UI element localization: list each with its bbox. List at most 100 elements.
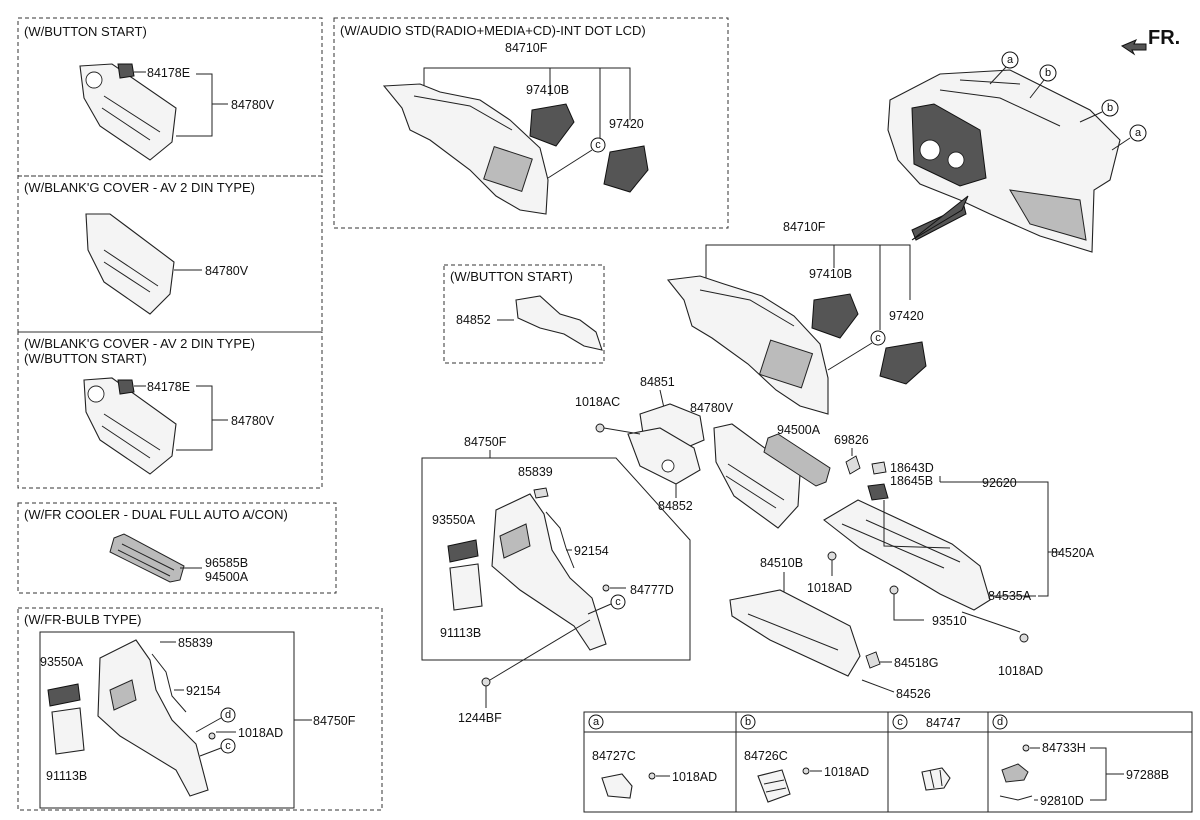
front-direction-label: FR. — [1148, 27, 1180, 49]
start-button-part — [117, 63, 135, 79]
label-84750F: 84750F — [464, 435, 507, 449]
callout-c-label: c — [225, 740, 231, 752]
center-fascia-group: 84780V 94500A 69826 — [690, 401, 869, 529]
label-84178E: 84178E — [147, 380, 190, 394]
callout-b-label: b — [1107, 102, 1113, 114]
crash-pad-main-panel-part — [382, 83, 549, 215]
callout-b-label: b — [1045, 67, 1051, 79]
bracket-part — [757, 769, 791, 803]
switch-part — [447, 539, 479, 563]
label-84852: 84852 — [658, 499, 693, 513]
label-94500A: 94500A — [777, 423, 821, 437]
label-84535A: 84535A — [988, 589, 1032, 603]
bracket-part — [1001, 763, 1029, 783]
front-direction: FR. — [1120, 27, 1180, 56]
label-96585B: 96585B — [205, 556, 248, 570]
label-84851: 84851 — [640, 375, 675, 389]
label-92620: 92620 — [982, 476, 1017, 490]
panel-button-start-mid-title: (W/BUTTON START) — [450, 269, 573, 284]
lower-crash-pad-group: 84750F 85839 93550A 92154 84777D c 91113… — [421, 435, 691, 725]
label-18643D: 18643D — [890, 461, 934, 475]
lower-crash-pad-panel-part — [97, 639, 209, 797]
label-92154: 92154 — [574, 544, 609, 558]
main-crash-pad-group: 84710F 97410B 97420 c — [666, 220, 927, 415]
panel-blanking-cover-button-start: (W/BLANK'G COVER - AV 2 DIN TYPE) (W/BUT… — [17, 331, 323, 489]
label-84726C: 84726C — [744, 749, 788, 763]
callout-c — [610, 594, 626, 610]
label-84780V: 84780V — [690, 401, 734, 415]
panel-blanking-cover: (W/BLANK'G COVER - AV 2 DIN TYPE) 84780V — [17, 175, 323, 333]
label-84780V: 84780V — [231, 414, 275, 428]
label-1018AD: 1018AD — [998, 664, 1043, 678]
dashboard-overview: a b b a — [887, 51, 1147, 253]
panel-audio-std-title: (W/AUDIO STD(RADIO+MEDIA+CD)-INT DOT LCD… — [340, 23, 646, 38]
label-84780V: 84780V — [205, 264, 249, 278]
view-leader-wedge — [911, 195, 969, 241]
callout-c — [870, 330, 886, 346]
label-1018AD: 1018AD — [238, 726, 283, 740]
audio-control-unit-part — [763, 433, 831, 487]
label-85839: 85839 — [178, 636, 213, 650]
table-callout-b-label: b — [745, 716, 751, 728]
callout-c — [590, 137, 606, 153]
table-callout-b — [740, 714, 756, 730]
label-84526: 84526 — [896, 687, 931, 701]
label-97420: 97420 — [609, 117, 644, 131]
label-1018AD: 1018AD — [824, 765, 869, 779]
lamp-bulb-part — [871, 461, 887, 475]
front-arrow-icon — [1120, 39, 1147, 56]
label-1018AC: 1018AC — [575, 395, 620, 409]
label-97420: 97420 — [889, 309, 924, 323]
label-84780V: 84780V — [231, 98, 275, 112]
clip-part — [921, 767, 951, 791]
climate-control-unit-part — [109, 533, 185, 583]
center-air-vent-part — [811, 293, 859, 339]
callout-a — [1129, 124, 1147, 142]
table-callout-d — [992, 714, 1008, 730]
lamp-housing-part — [867, 483, 889, 501]
glove-box-group: 18643D 18645B 92620 84520A 84535A 93510 … — [729, 461, 1095, 701]
callout-d-label: d — [225, 709, 231, 721]
center-fascia-panel-part — [85, 213, 175, 315]
label-93550A: 93550A — [40, 655, 84, 669]
switch-part — [47, 683, 81, 707]
callout-c-label: c — [875, 332, 881, 344]
label-84510B: 84510B — [760, 556, 803, 570]
table-callout-c-label: c — [897, 716, 903, 728]
start-button-part — [117, 379, 135, 395]
cover-part — [449, 563, 483, 611]
clip-part — [845, 455, 861, 475]
callout-c — [220, 738, 236, 754]
panel-audio-std: (W/AUDIO STD(RADIO+MEDIA+CD)-INT DOT LCD… — [333, 17, 729, 229]
label-93550A: 93550A — [432, 513, 476, 527]
label-69826: 69826 — [834, 433, 869, 447]
label-97410B: 97410B — [526, 83, 569, 97]
panel-button-start: (W/BUTTON START) 84178E 84780V — [17, 17, 323, 177]
label-97288B: 97288B — [1126, 768, 1169, 782]
panel-fr-bulb-title: (W/FR-BULB TYPE) — [24, 612, 142, 627]
stopper-part — [865, 651, 881, 669]
callout-d — [220, 707, 236, 723]
label-93510: 93510 — [932, 614, 967, 628]
label-84733H: 84733H — [1042, 741, 1086, 755]
lower-crash-pad-panel-part — [491, 493, 607, 651]
label-84750F: 84750F — [313, 714, 356, 728]
center-fascia-panel-part — [713, 423, 801, 529]
label-1018AD: 1018AD — [672, 770, 717, 784]
panel-fr-cooler-title: (W/FR COOLER - DUAL FULL AUTO A/CON) — [24, 507, 288, 522]
label-94500A: 94500A — [205, 570, 249, 584]
callout-a — [1001, 51, 1019, 69]
label-1244BF: 1244BF — [458, 711, 502, 725]
table-callout-a-label: a — [593, 716, 600, 728]
label-84777D: 84777D — [630, 583, 674, 597]
key-cylinder-cover-part — [515, 295, 603, 351]
table-callout-c — [892, 714, 908, 730]
key-cylinder-lower-cover-part — [627, 427, 701, 485]
panel-blanking-cover-title: (W/BLANK'G COVER - AV 2 DIN TYPE) — [24, 180, 255, 195]
key-cylinder-group: 84851 1018AC 84852 — [575, 375, 705, 513]
label-91113B: 91113B — [46, 769, 87, 783]
label-85839: 85839 — [518, 465, 553, 479]
cover-part — [51, 707, 85, 755]
callout-a-label: a — [1135, 127, 1142, 139]
